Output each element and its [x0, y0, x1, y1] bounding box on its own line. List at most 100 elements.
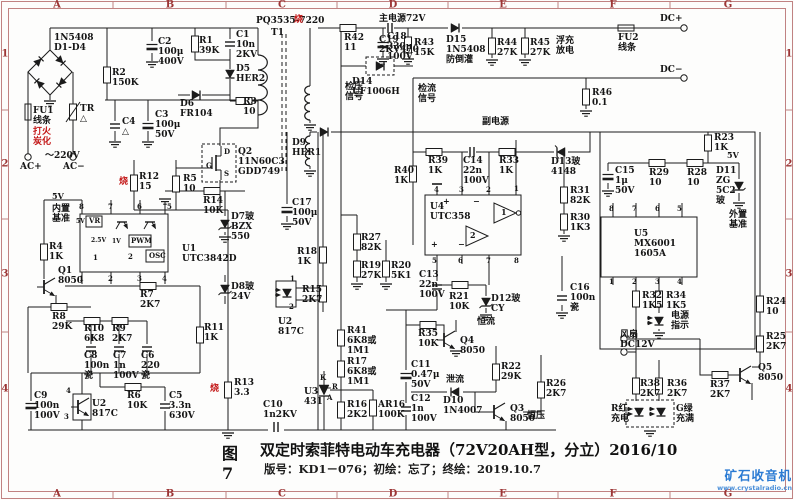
box-led-box — [625, 399, 675, 428]
label-d14: D14 UF1006H — [352, 77, 400, 98]
grid-row-left-3: 3 — [1, 268, 9, 280]
capacitor-c13s — [432, 284, 442, 290]
label-bleed-note: 泄流 — [446, 375, 465, 385]
ground-g11 — [580, 110, 592, 117]
label-q1: Q1 8050 — [58, 266, 84, 287]
label-r46: R46 0.1 — [592, 88, 613, 109]
resistor-r30s — [560, 213, 568, 231]
label-u4-p8: 8 — [514, 256, 519, 265]
capacitor-c14s — [469, 147, 475, 157]
grid-col-bottom-F: F — [609, 488, 617, 500]
label-r18: R18 1K — [297, 247, 318, 268]
label-sig-c: 检流 信号 — [418, 84, 437, 105]
label-u3: U3 431 — [304, 387, 323, 408]
grid-col-bottom-B: B — [165, 488, 175, 500]
label-u5-p3: 3 — [655, 277, 660, 286]
label-r14: R14 10K — [203, 196, 224, 217]
box-control-box — [599, 131, 756, 350]
label-d8: D8玻 24V — [231, 282, 255, 303]
box-d14-box — [365, 56, 395, 76]
terminal-dc-plus — [680, 24, 688, 32]
grid-row-right-2: 2 — [785, 158, 793, 170]
grid-col-bottom-E: E — [499, 488, 507, 500]
label-u1-2v5: 2.5V — [91, 237, 107, 244]
label-r4: R4 1K — [49, 242, 64, 263]
label-u1-pwm: PWM — [131, 236, 152, 245]
label-dc-plus: DC+ — [660, 14, 683, 24]
label-u2-a: U2 817C — [278, 317, 304, 338]
label-u4-amp2: 2 — [470, 230, 476, 240]
resistor-r1s — [191, 35, 199, 53]
resistor-r42s — [339, 24, 357, 32]
label-u1-p8: 8 — [79, 202, 84, 211]
label-u1-p4: 4 — [162, 274, 167, 283]
label-u4-p7: 7 — [486, 256, 491, 265]
ground-g7 — [377, 58, 389, 65]
transistor-q1s — [37, 277, 56, 297]
winding-w2 — [304, 85, 311, 121]
ground-g18 — [351, 283, 363, 290]
label-c18: C18 330μ 100V — [387, 32, 413, 63]
grid-row-left-1: 1 — [1, 48, 9, 60]
label-r5: R5 10 — [183, 174, 197, 195]
transistor-q4s — [437, 330, 456, 350]
resistor-r32s — [632, 290, 640, 308]
resistor-r23s — [704, 134, 712, 152]
label-r39: R39 1K — [428, 156, 449, 177]
label-r20: R20 5K1 — [391, 261, 412, 282]
ground-g15 — [644, 430, 656, 437]
capacitor-c10s — [273, 422, 279, 432]
transformer-core-tc — [281, 34, 287, 172]
label-c13: C13 22n 100V — [419, 270, 445, 301]
label-d12: D12玻 CY — [491, 294, 521, 315]
ground-g21 — [450, 350, 462, 357]
resistor-r26s — [537, 381, 545, 399]
label-u1-p3: 3 — [137, 274, 142, 283]
label-ac-plus: AC+ — [20, 162, 42, 172]
resistor-r31s — [560, 186, 568, 204]
label-r31: R31 82K — [570, 186, 591, 207]
transistor-q2s — [203, 146, 222, 180]
label-r7: R7 2K7 — [140, 290, 161, 311]
label-c1: C1 10n 2KV — [236, 30, 258, 61]
resistor-r6s — [124, 383, 142, 391]
resistor-r24s — [756, 295, 764, 313]
diode-d9s — [319, 127, 329, 137]
ground-g25 — [219, 236, 231, 243]
resistor-r25s — [756, 335, 764, 353]
label-r9: R9 2K7 — [112, 324, 133, 345]
label-r16: R16 2K2 — [347, 400, 368, 421]
label-r44: R44 27K — [497, 38, 518, 59]
label-ar16: AR16 100K — [378, 400, 405, 421]
diode-d15s — [450, 23, 460, 33]
resistor-r29s — [648, 159, 666, 167]
ground-g14 — [653, 332, 665, 339]
capacitor-c5s — [160, 403, 170, 409]
label-u5-p5: 5 — [677, 204, 682, 213]
grid-col-top-F: F — [609, 0, 617, 11]
diode-d6s — [191, 90, 201, 100]
grid-col-top-B: B — [165, 0, 175, 11]
label-r38: R38 2K7 — [640, 379, 661, 400]
resistor-r15s — [319, 285, 327, 303]
label-r36: R36 2K7 — [667, 379, 688, 400]
wires — [27, 27, 761, 431]
label-u4-p3: 3 — [459, 185, 464, 194]
label-u1-amp1: 1 — [93, 253, 98, 262]
ground-g19 — [380, 283, 392, 290]
ground-g12 — [602, 190, 614, 197]
grid-row-right-3: 3 — [785, 268, 793, 280]
label-r32: R32 1K5 — [642, 291, 663, 312]
label-u1-1v: 1V — [112, 238, 121, 245]
resistor-r8s — [50, 303, 68, 311]
terminal-fan1 — [620, 335, 628, 343]
resistor-r10s — [83, 317, 101, 325]
grid-col-top-D: D — [388, 0, 398, 11]
label-main72: 主电源72V — [379, 14, 426, 24]
label-d9: D9 HER1 — [292, 138, 322, 159]
resistor-r9s — [111, 317, 129, 325]
diode-d14s — [375, 61, 385, 71]
label-d10: D10 1N4007 — [443, 396, 483, 417]
ground-g1 — [44, 100, 56, 107]
